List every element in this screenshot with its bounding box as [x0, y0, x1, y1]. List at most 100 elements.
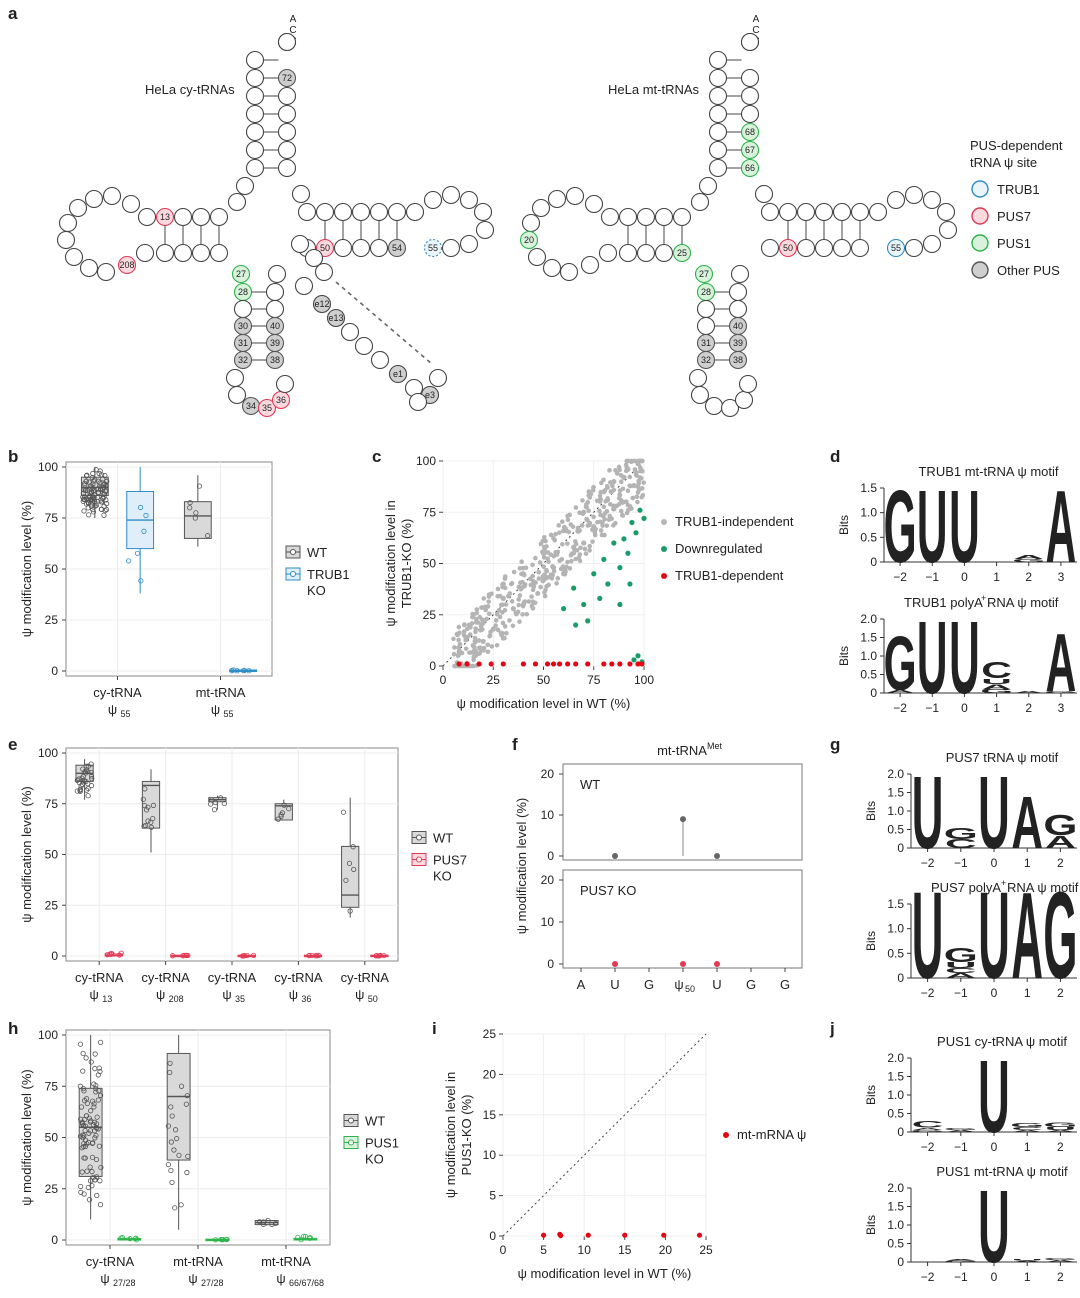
- data-point: [608, 489, 614, 494]
- data-point: [102, 488, 108, 494]
- data-point: [584, 516, 589, 522]
- nucleotide: [475, 220, 495, 240]
- data-point: [381, 952, 387, 959]
- data-point: [84, 1168, 90, 1174]
- legend-label: TRUB1: [307, 567, 350, 582]
- x-tick-label: 2: [1057, 856, 1064, 870]
- y-tick-label: 10: [541, 915, 555, 929]
- data-point: [484, 616, 490, 622]
- data-point: [108, 951, 115, 957]
- variable-arm-dashed: [335, 281, 433, 365]
- data-point: [486, 599, 491, 604]
- data-point: [94, 1174, 100, 1180]
- legend-label: TRUB1-independent: [675, 514, 794, 529]
- data-point: [184, 1093, 190, 1099]
- logo-title: RNA ψ motif: [987, 595, 1059, 610]
- data-point: [585, 618, 591, 624]
- data-point: [260, 1219, 266, 1225]
- nucleotide-label: 28: [238, 287, 248, 297]
- data-point: [640, 458, 645, 464]
- data-point: [193, 510, 199, 516]
- panel-letter-c: c: [372, 447, 381, 466]
- data-point: [635, 653, 641, 659]
- data-point: [205, 533, 211, 539]
- logo-letter-C: C: [945, 836, 977, 850]
- nucleotide: [227, 385, 247, 405]
- logo-letter-U: U: [981, 677, 1012, 686]
- variable-arm-nucleotide: [408, 392, 428, 412]
- y-axis-label: Bits: [864, 931, 878, 951]
- data-point: [90, 506, 96, 513]
- legend-swatch: [971, 180, 989, 198]
- x-category-label: mt-tRNA: [261, 1254, 311, 1269]
- data-point: [577, 510, 582, 516]
- data-point: [101, 503, 107, 509]
- nucleotide-label: e1: [393, 369, 403, 379]
- data-point: [377, 952, 383, 959]
- data-point: [610, 523, 616, 528]
- data-point: [590, 539, 595, 544]
- data-point: [631, 657, 637, 663]
- nucleotide: [423, 238, 443, 258]
- data-point: [478, 647, 483, 652]
- data-point: [542, 546, 547, 552]
- data-point: [520, 661, 527, 667]
- data-point: [80, 766, 86, 772]
- data-point: [316, 952, 322, 959]
- data-point: [607, 501, 613, 507]
- data-point: [565, 513, 570, 519]
- nucleotide: [936, 202, 956, 222]
- data-point: [497, 614, 503, 620]
- y-tick-label: 1.0: [887, 922, 904, 936]
- data-point: [81, 1144, 87, 1150]
- data-point: [529, 594, 534, 599]
- data-point: [209, 797, 215, 803]
- legend-label: Other PUS: [997, 263, 1060, 278]
- nucleotide: [728, 299, 748, 319]
- data-point: [509, 599, 515, 604]
- data-point: [502, 574, 508, 579]
- data-point: [83, 501, 90, 507]
- nucleotide: [173, 243, 193, 263]
- data-point: [617, 488, 623, 493]
- data-point: [466, 622, 472, 628]
- logo-letter-G: G: [884, 469, 917, 584]
- y-tick-label: 20: [541, 873, 555, 887]
- data-point: [696, 1232, 703, 1238]
- x-tick-label: 50: [537, 673, 551, 687]
- x-tick-label: 3: [1058, 701, 1065, 715]
- data-point: [138, 578, 144, 584]
- data-point: [516, 602, 522, 608]
- data-point: [96, 470, 102, 477]
- data-point: [351, 866, 357, 873]
- data-point: [528, 582, 534, 588]
- nucleotide-label: 68: [745, 127, 755, 137]
- facet-label: WT: [580, 777, 600, 792]
- y-tick-label: 1.5: [860, 631, 877, 645]
- data-point: [493, 623, 498, 628]
- data-point: [565, 661, 571, 667]
- data-point: [87, 1164, 93, 1170]
- data-point: [171, 1147, 177, 1153]
- nucleotide-label: 208: [119, 260, 134, 270]
- sequence-logo: PUS1 cy-tRNA ψ motif00.51.01.52.0Bits−2G…: [864, 1034, 1077, 1154]
- y-tick-label: 2.0: [887, 1181, 904, 1195]
- data-point: [585, 661, 591, 667]
- logo-letter-U: U: [912, 866, 944, 1005]
- data-point: [485, 604, 491, 609]
- panel-a-trna-diagrams: HeLa cy-tRNAsACC721320828304031393238273…: [56, 14, 1063, 418]
- nucleotide: [369, 238, 389, 258]
- nucleotide: [694, 264, 714, 284]
- data-point: [578, 545, 583, 551]
- data-point: [80, 1135, 86, 1141]
- data-point: [508, 581, 514, 587]
- y-axis-label: ψ modification level (%): [19, 501, 34, 637]
- y-tick-label: 0.5: [860, 668, 877, 682]
- x-letter: U: [610, 977, 619, 992]
- data-point: [583, 551, 589, 556]
- data-point: [614, 471, 620, 476]
- chart-title-sup: Met: [707, 741, 723, 751]
- data-point: [101, 491, 108, 497]
- data-point: [609, 516, 614, 521]
